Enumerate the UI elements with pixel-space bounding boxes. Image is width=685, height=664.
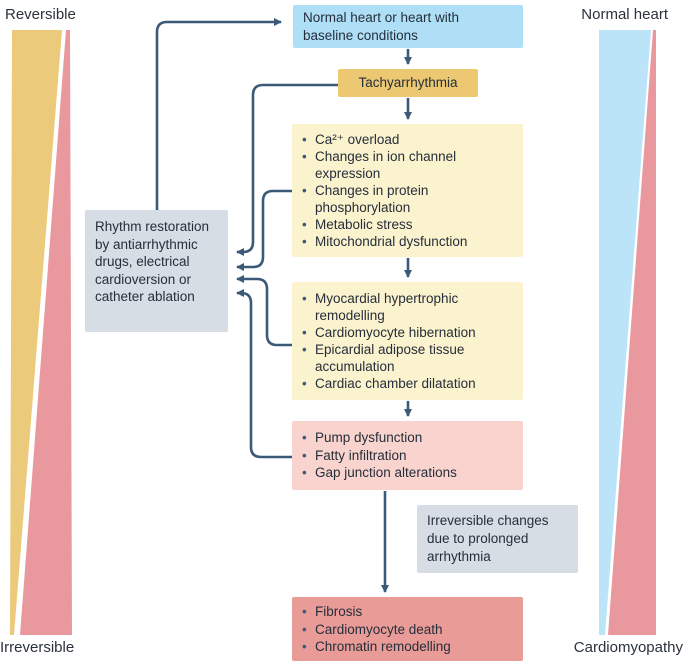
arrow-restoration-to-normal bbox=[155, 18, 282, 210]
list-item: Metabolic stress bbox=[302, 216, 513, 233]
list-item: Fatty infiltration bbox=[302, 447, 513, 465]
molecular-changes-box: Ca²⁺ overload Changes in ion channel exp… bbox=[292, 124, 523, 257]
arrow-structural-to-restoration bbox=[236, 275, 292, 347]
cardiomyopathy-label: Cardiomyopathy bbox=[573, 639, 683, 656]
functional-changes-box: Pump dysfunction Fatty infiltration Gap … bbox=[292, 421, 523, 490]
normal-heart-text: Normal heart or heart with baseline cond… bbox=[303, 9, 460, 43]
list-item: Cardiomyocyte death bbox=[302, 621, 513, 639]
rhythm-restoration-box: Rhythm restoration by antiarrhythmic dru… bbox=[85, 210, 228, 332]
list-item: Epicardial adipose tissue accumulation bbox=[302, 341, 513, 375]
arrow-functional-to-restoration bbox=[236, 289, 292, 459]
list-item: Changes in ion channel expression bbox=[302, 148, 513, 182]
list-item: Gap junction alterations bbox=[302, 464, 513, 482]
reversible-label: Reversible bbox=[5, 6, 76, 23]
list-item: Cardiac chamber dilatation bbox=[302, 375, 513, 392]
normal-heart-box: Normal heart or heart with baseline cond… bbox=[293, 5, 523, 48]
list-item: Ca²⁺ overload bbox=[302, 131, 513, 148]
tachyarrhythmia-box: Tachyarrhythmia bbox=[338, 69, 478, 97]
list-item: Mitochondrial dysfunction bbox=[302, 233, 513, 250]
list-item: Myocardial hypertrophic remodelling bbox=[302, 290, 513, 324]
list-item: Changes in protein phosphorylation bbox=[302, 182, 513, 216]
arrow-molecular-to-restoration bbox=[236, 189, 292, 271]
irreversible-note-box: Irreversible changes due to prolonged ar… bbox=[417, 505, 578, 573]
normal-heart-label: Normal heart bbox=[581, 6, 668, 23]
irreversible-label: Irreversible bbox=[0, 639, 75, 656]
irreversible-changes-box: Fibrosis Cardiomyocyte death Chromatin r… bbox=[292, 597, 523, 661]
list-item: Fibrosis bbox=[302, 603, 513, 621]
structural-changes-box: Myocardial hypertrophic remodelling Card… bbox=[292, 282, 523, 400]
list-item: Cardiomyocyte hibernation bbox=[302, 324, 513, 341]
list-item: Pump dysfunction bbox=[302, 429, 513, 447]
list-item: Chromatin remodelling bbox=[302, 638, 513, 656]
